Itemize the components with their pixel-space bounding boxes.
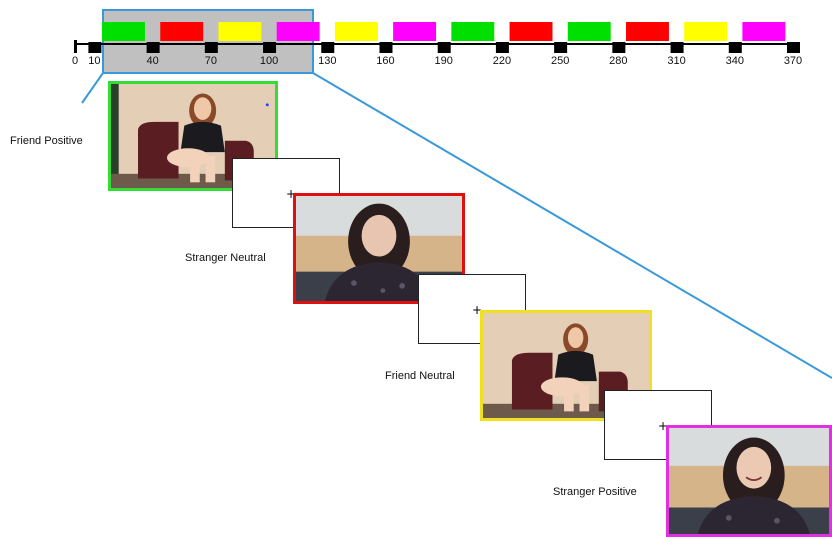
fixation-block xyxy=(204,42,218,53)
timeline-start-marker xyxy=(74,40,77,53)
condition-block xyxy=(160,22,204,41)
trial-label-stranger-neutral: Stranger Neutral xyxy=(185,252,266,264)
fixation-block xyxy=(670,42,684,53)
tick-label: 190 xyxy=(435,55,453,67)
trial-label-friend-positive: Friend Positive xyxy=(10,135,83,147)
stranger-scene-image xyxy=(669,428,829,534)
fixation-block xyxy=(495,42,509,53)
condition-blocks xyxy=(102,22,786,41)
condition-block xyxy=(451,22,495,41)
condition-block xyxy=(567,22,611,41)
stimulus-frame-stranger-positive xyxy=(666,425,832,537)
fixation-block xyxy=(728,42,742,53)
fixation-block xyxy=(146,42,160,53)
tick-label: 70 xyxy=(205,55,217,67)
trial-label-friend-neutral: Friend Neutral xyxy=(385,370,455,382)
tick-label: 160 xyxy=(376,55,394,67)
fixation-block xyxy=(554,42,568,53)
zoom-line-right xyxy=(312,72,832,379)
fixation-block xyxy=(321,42,335,53)
condition-block xyxy=(509,22,553,41)
zoom-line-left xyxy=(81,72,104,104)
fixation-block xyxy=(437,42,451,53)
condition-block xyxy=(218,22,262,41)
tick-label: 340 xyxy=(726,55,744,67)
tick-label: 220 xyxy=(493,55,511,67)
tick-label: 40 xyxy=(146,55,158,67)
fixation-cross: + xyxy=(472,303,483,317)
tick-label: 370 xyxy=(784,55,802,67)
tick-label: 100 xyxy=(260,55,278,67)
fixation-blocks xyxy=(74,40,800,53)
condition-block xyxy=(334,22,378,41)
condition-block xyxy=(742,22,786,41)
tick-label: 250 xyxy=(551,55,569,67)
condition-block xyxy=(102,22,145,41)
fixation-block xyxy=(612,42,626,53)
fixation-cross: + xyxy=(286,187,297,201)
tick-label: 0 xyxy=(72,55,78,67)
fixation-block xyxy=(88,42,102,53)
condition-block xyxy=(393,22,437,41)
condition-block xyxy=(684,22,728,41)
zoom-highlight-box xyxy=(102,9,314,74)
tick-label: 10 xyxy=(88,55,100,67)
condition-block xyxy=(625,22,669,41)
tick-label: 130 xyxy=(318,55,336,67)
trial-label-stranger-positive: Stranger Positive xyxy=(553,486,637,498)
tick-label: 310 xyxy=(667,55,685,67)
condition-block xyxy=(276,22,320,41)
fixation-block xyxy=(787,42,800,53)
fixation-block xyxy=(263,42,277,53)
tick-labels: 0 10 40 70 100 130 160 190 220 250 280 310 340 370 xyxy=(72,55,802,67)
fixation-block xyxy=(379,42,393,53)
fixation-cross: + xyxy=(658,419,669,433)
tick-label: 280 xyxy=(609,55,627,67)
